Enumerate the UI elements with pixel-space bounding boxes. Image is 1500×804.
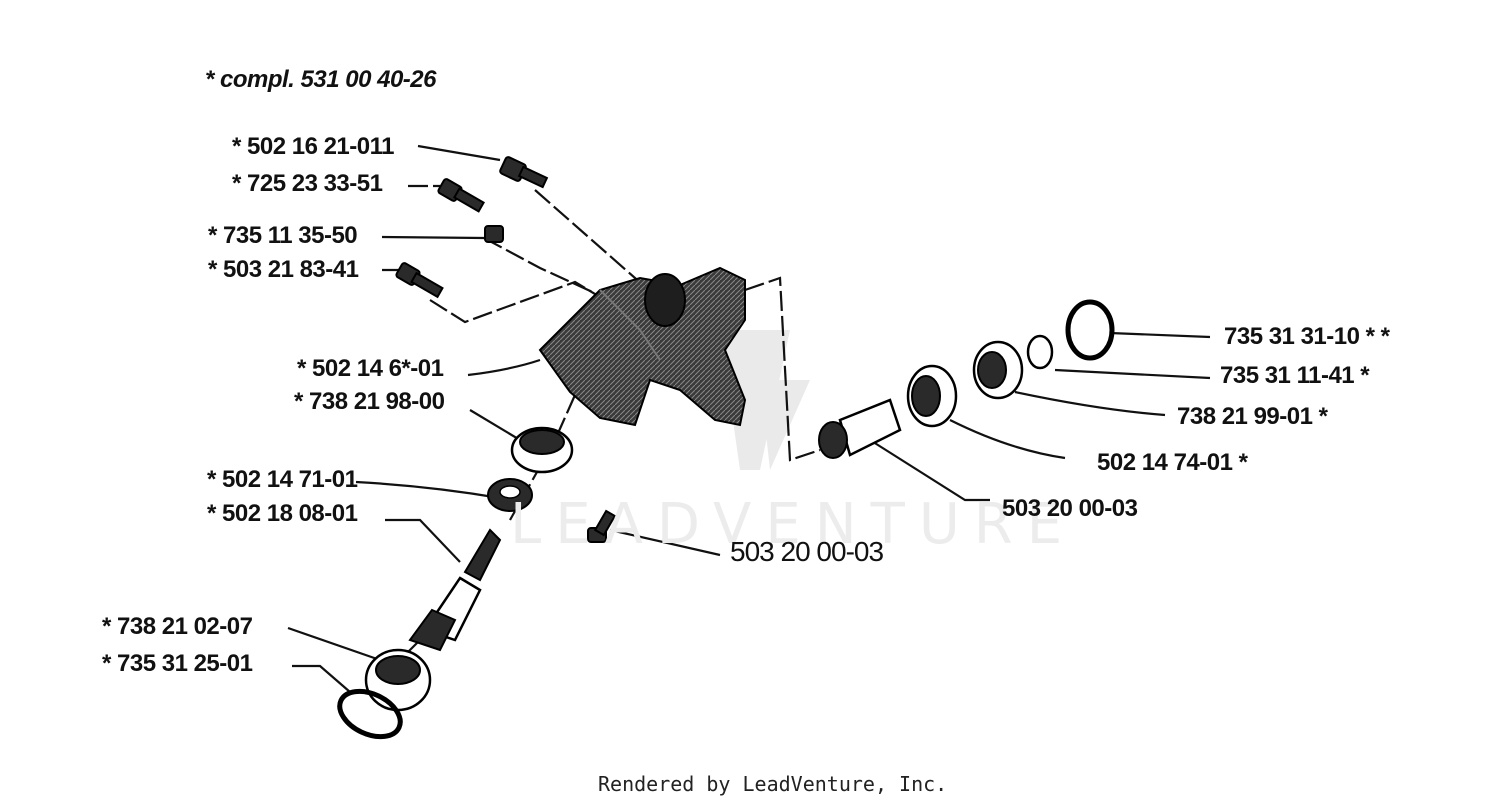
watermark-text: LEADVENTURE (510, 492, 1077, 557)
part-label-502-14-74: 502 14 74-01 * (1097, 449, 1248, 476)
axis-line-low (429, 280, 606, 324)
part-label-735-31-25: * 735 31 25-01 (102, 650, 253, 677)
bearing-502-14-74 (906, 364, 958, 428)
leader-502-14-6 (467, 358, 541, 377)
bearing-738-21-99 (972, 340, 1024, 400)
part-label-735-31-31: 735 31 31-10 * * (1224, 323, 1390, 350)
part-label-503-21-83: * 503 21 83-41 (208, 256, 359, 283)
leader-503-20-00-mid (609, 528, 721, 557)
bearing-738-21-98 (510, 426, 574, 474)
part-label-502-16-21: * 502 16 21-011 (232, 133, 395, 160)
leader-502-18-08 (385, 518, 461, 563)
part-label-502-18-08: * 502 18 08-01 (207, 500, 358, 527)
bearing-738-21-02 (364, 648, 432, 712)
part-label-738-21-99: 738 21 99-01 * (1177, 403, 1328, 430)
leader-738-21-02 (287, 626, 381, 662)
watermark-logo (720, 330, 810, 470)
part-label-503-20-00-right: 503 20 00-03 (1002, 495, 1138, 522)
bolt-502-16-21 (499, 156, 549, 189)
part-label-735-11-35: * 735 11 35-50 (208, 222, 358, 249)
washer-735-31-11 (1026, 334, 1054, 370)
leader-738-21-99 (1014, 390, 1166, 417)
nut-735-11-35 (484, 225, 504, 243)
bolt-503-21-83 (395, 262, 444, 299)
bolt-725-23-33 (437, 178, 485, 213)
shaft-503-20-00 (818, 398, 902, 459)
axis-line-bottom (399, 639, 421, 661)
assembly-label: * compl. 531 00 40-26 (205, 66, 436, 93)
part-label-738-21-98: * 738 21 98-00 (294, 388, 445, 415)
part-label-503-20-00-mid: 503 20 00-03 (730, 536, 884, 567)
part-label-502-14-71: * 502 14 71-01 (207, 466, 358, 493)
leader-502-14-71 (355, 480, 501, 500)
leader-735-31-11 (1054, 368, 1211, 380)
leader-502-16-21 (417, 144, 501, 162)
leader-735-31-25 (292, 664, 351, 693)
footer-credit: Rendered by LeadVenture, Inc. (598, 772, 948, 796)
part-label-738-21-02: * 738 21 02-07 (102, 613, 253, 640)
leader-735-11-35 (381, 235, 485, 240)
gear-502-14-71 (487, 478, 533, 512)
shaft-502-18-08 (408, 528, 502, 652)
leader-503-20-00-right (869, 439, 990, 502)
leader-502-14-74 (949, 419, 1066, 460)
axis-line-mid (483, 237, 611, 302)
part-label-502-14-6: * 502 14 6*-01 (297, 355, 444, 382)
circlip-735-31-31 (1065, 299, 1115, 361)
leader-738-21-98 (469, 409, 521, 441)
screw-503-20-00 (587, 509, 617, 543)
gear-housing-502-14-6 (538, 266, 747, 427)
leader-735-31-31 (1109, 331, 1211, 339)
part-label-735-31-11: 735 31 11-41 * (1220, 362, 1370, 389)
axis-line-right (744, 276, 821, 462)
circlip-735-31-25 (337, 688, 403, 740)
part-label-725-23-33: * 725 23 33-51 (232, 170, 383, 197)
